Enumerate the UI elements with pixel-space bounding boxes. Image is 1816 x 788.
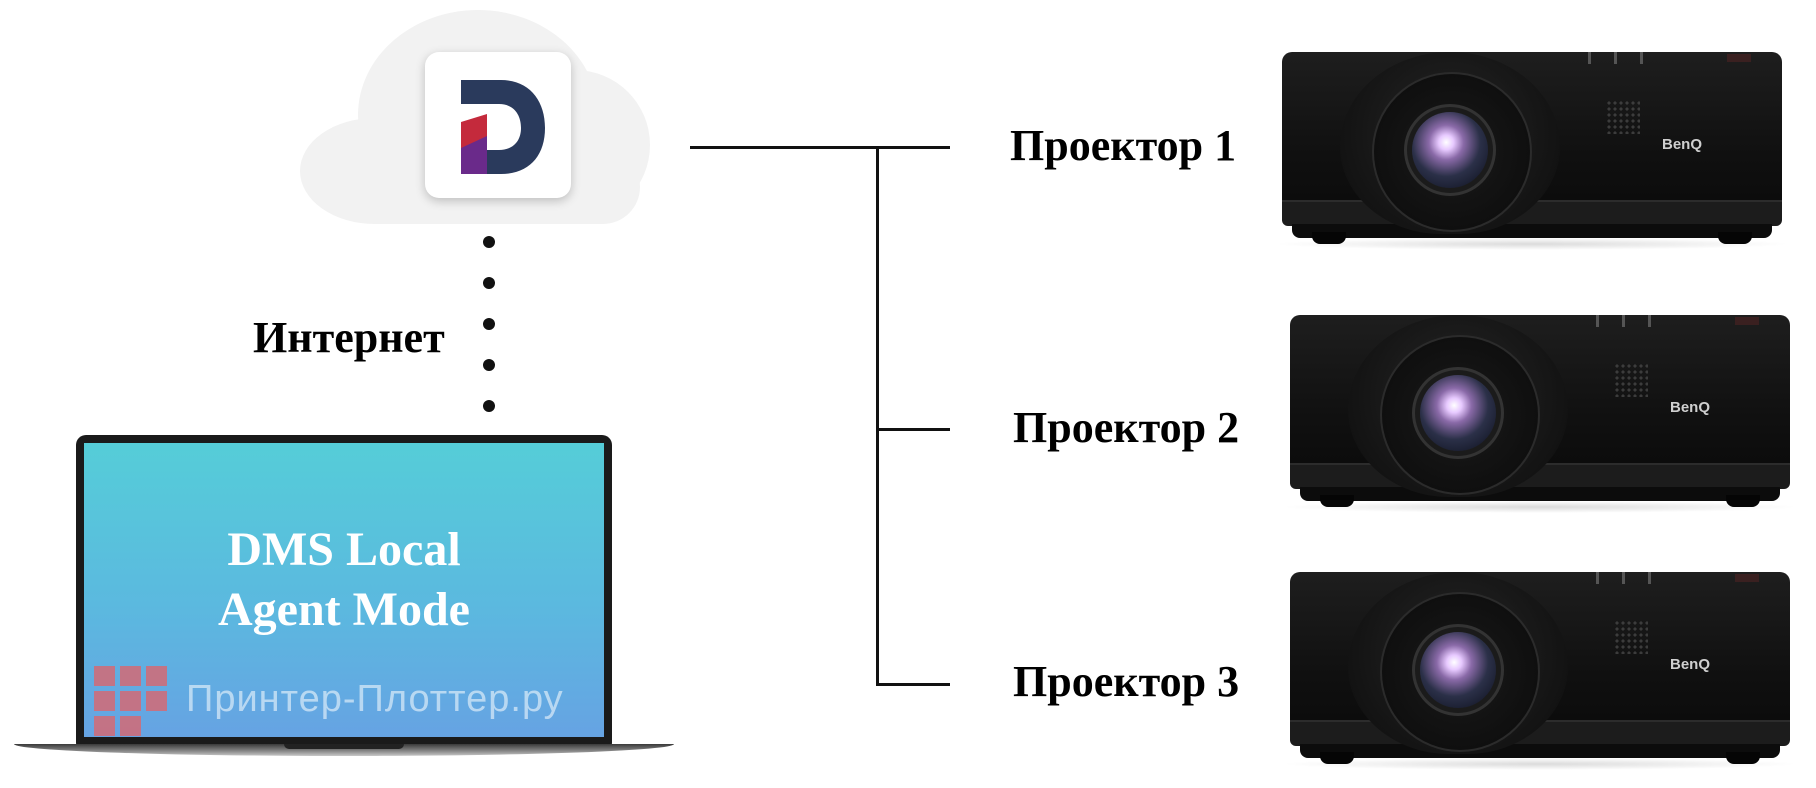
projector-brand: BenQ [1670, 399, 1711, 416]
dms-logo-icon [461, 80, 545, 174]
projector-1: BenQ [1272, 50, 1792, 250]
laptop-screen-text: DMS Local Agent Mode [84, 520, 604, 640]
projector-lens-icon [1420, 632, 1496, 708]
watermark-logo-icon [94, 666, 170, 738]
projector-lens-icon [1420, 375, 1496, 451]
projector-label-2: Проектор 2 [1013, 403, 1240, 452]
internet-label: Интернет [253, 313, 445, 362]
network-bus-line [876, 146, 879, 686]
projector-brand: BenQ [1662, 136, 1703, 153]
link-dot [483, 318, 495, 330]
projector-label-3: Проектор 3 [1013, 657, 1240, 706]
screen-title-line2: Agent Mode [218, 583, 470, 636]
link-dot [483, 359, 495, 371]
projector-label-1: Проектор 1 [1010, 121, 1237, 170]
projector-3: BenQ [1280, 570, 1800, 770]
projector-brand: BenQ [1670, 656, 1711, 673]
link-dot [483, 277, 495, 289]
link-dot [483, 400, 495, 412]
watermark-text: Принтер-Плоттер.ру [186, 678, 564, 720]
projector-2: BenQ [1280, 313, 1800, 513]
laptop-screen [84, 443, 604, 737]
branch-line-3 [876, 683, 950, 686]
cloud-link-line [690, 146, 950, 149]
branch-line-2 [876, 428, 950, 431]
screen-title-line1: DMS Local [227, 523, 461, 576]
watermark: Принтер-Плоттер.ру [94, 660, 614, 740]
laptop-base [14, 744, 674, 756]
laptop-notch [284, 744, 404, 749]
link-dot [483, 236, 495, 248]
projector-lens-icon [1412, 112, 1488, 188]
dms-app-tile [425, 52, 571, 198]
